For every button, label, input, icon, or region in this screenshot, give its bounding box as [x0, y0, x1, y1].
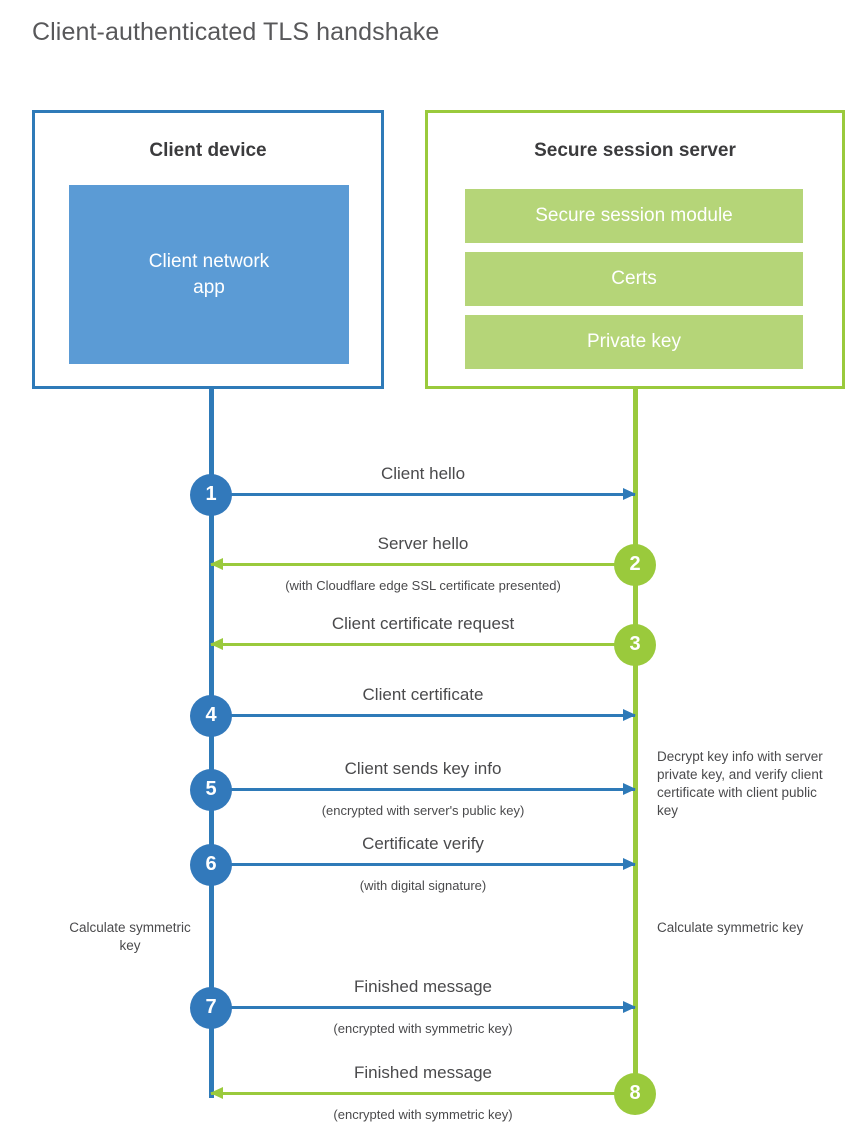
server-component-label: Private key: [587, 331, 681, 352]
message-label: Server hello: [377, 534, 469, 553]
message-label: Client hello: [380, 464, 466, 483]
client-app-label-line1: Client network: [148, 250, 270, 272]
message-arrow-line: [211, 488, 636, 500]
step-number-circle-3: 3: [614, 623, 656, 666]
message-arrow-line: [211, 709, 636, 721]
message-arrow-line: [210, 638, 635, 650]
step-number-circle-6: 6: [190, 843, 232, 886]
server-component-private-key: Private key: [465, 315, 803, 369]
client-network-app-label: Client network app: [149, 249, 269, 301]
server-component-secure-session-module: Secure session module: [465, 189, 803, 243]
arrow-head-icon: [210, 558, 223, 570]
message-label: Finished message: [354, 977, 492, 996]
note-decrypt-key-info: Decrypt key info with server private key…: [657, 749, 823, 818]
message-sublabel: (encrypted with symmetric key): [333, 1021, 513, 1036]
message-label: Client certificate: [362, 685, 484, 704]
page-title: Client-authenticated TLS handshake: [32, 18, 440, 46]
message-sublabel: (encrypted with symmetric key): [333, 1107, 513, 1122]
message-label: Finished message: [354, 1063, 492, 1082]
client-device-box: Client device Client network app: [32, 110, 384, 389]
secure-session-server-title: Secure session server: [534, 140, 736, 161]
arrow-head-icon: [623, 488, 636, 500]
arrow-head-icon: [623, 783, 636, 795]
message-arrow-line: [210, 558, 635, 570]
step-number-circle-2: 2: [614, 543, 656, 586]
message-label: Certificate verify: [362, 834, 484, 853]
message-arrow-line: [211, 858, 636, 870]
step-number-circle-8: 8: [614, 1072, 656, 1115]
message-arrow-line: [210, 1087, 635, 1099]
client-app-label-line2: app: [193, 276, 225, 298]
message-sublabel: (encrypted with server's public key): [321, 803, 525, 818]
step-number-circle-7: 7: [190, 986, 232, 1029]
arrow-head-icon: [210, 1087, 223, 1099]
message-label: Client sends key info: [344, 759, 502, 778]
arrow-head-icon: [623, 709, 636, 721]
note-calculate-symmetric-key-client: Calculate symmetric key: [69, 920, 191, 953]
arrow-head-icon: [623, 1001, 636, 1013]
server-component-label: Secure session module: [535, 205, 733, 226]
step-number-circle-4: 4: [190, 694, 232, 737]
server-lifeline: [633, 389, 638, 1098]
message-label: Client certificate request: [331, 614, 515, 633]
message-arrow-line: [211, 783, 636, 795]
secure-session-server-box: Secure session server Secure session mod…: [425, 110, 845, 389]
arrow-head-icon: [623, 858, 636, 870]
server-component-label: Certs: [611, 268, 657, 289]
message-arrow-line: [211, 1001, 636, 1013]
client-device-title: Client device: [149, 140, 267, 161]
message-sublabel: (with digital signature): [359, 878, 487, 893]
step-number-circle-5: 5: [190, 768, 232, 811]
client-network-app-block: Client network app: [69, 185, 349, 364]
note-calculate-symmetric-key-server: Calculate symmetric key: [657, 920, 804, 935]
step-number-circle-1: 1: [190, 473, 232, 516]
server-component-certs: Certs: [465, 252, 803, 306]
client-lifeline: [209, 389, 214, 1098]
message-sublabel: (with Cloudflare edge SSL certificate pr…: [285, 578, 561, 593]
arrow-head-icon: [210, 638, 223, 650]
